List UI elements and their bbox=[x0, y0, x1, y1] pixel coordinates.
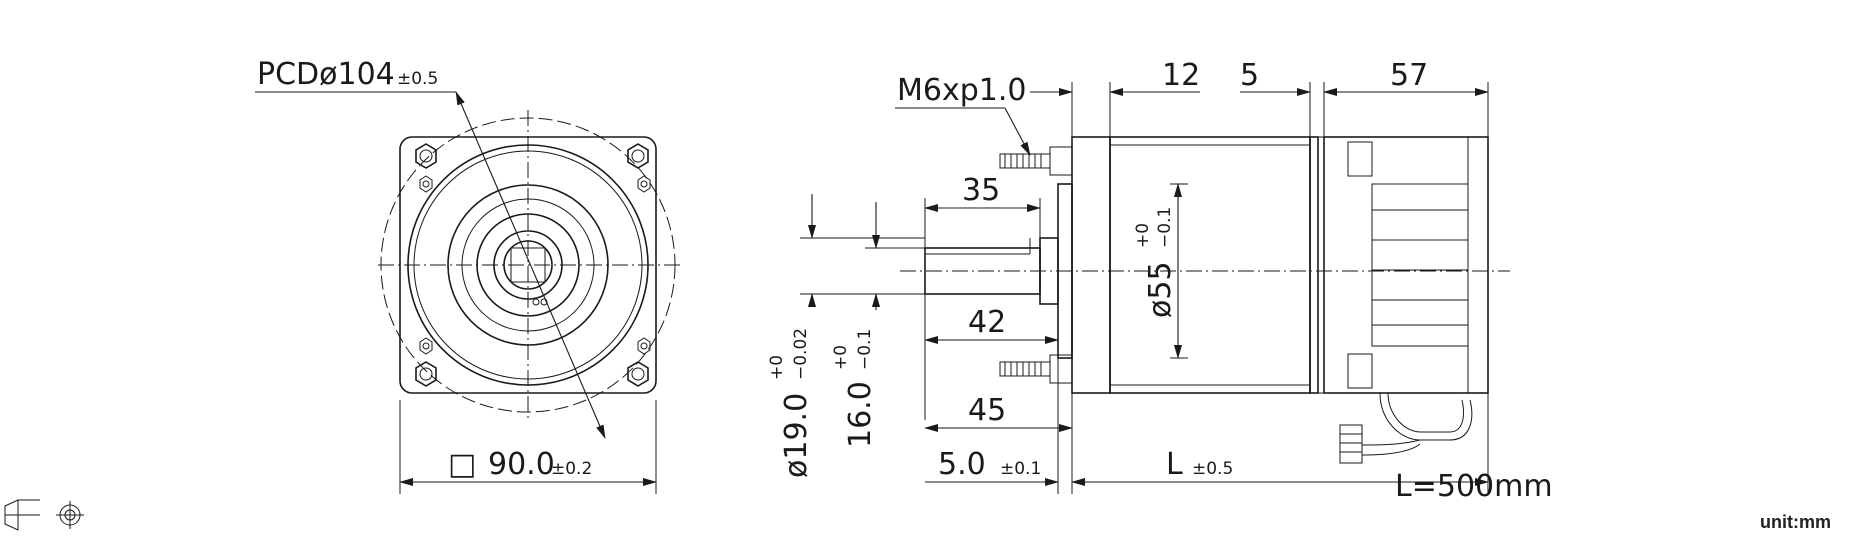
mounting-hole-bl bbox=[415, 337, 437, 387]
flange-width-value: 90.0 bbox=[488, 447, 555, 482]
dim-45: 45 bbox=[968, 393, 1006, 428]
rear-housing bbox=[1323, 136, 1489, 394]
dim-57: 57 bbox=[1390, 58, 1428, 93]
pilot-diameter: ø55 bbox=[1143, 261, 1178, 318]
flange-width-tolerance: ±0.2 bbox=[551, 459, 592, 479]
mounting-hole-tr bbox=[627, 143, 651, 193]
shaft-tol-upper: +0 bbox=[767, 355, 787, 380]
flat-dimension: 16.0 bbox=[843, 381, 878, 448]
encoder-fins bbox=[1371, 183, 1469, 347]
screw-top bbox=[999, 146, 1073, 176]
dim-5: 5 bbox=[1240, 58, 1259, 93]
dim-5-0-tolerance: ±0.1 bbox=[1000, 459, 1041, 479]
third-angle-projection-icon bbox=[4, 499, 84, 531]
flat-tol-upper: +0 bbox=[831, 345, 851, 370]
mounting-hole-br bbox=[627, 337, 651, 387]
shaft-tol-lower: −0.02 bbox=[791, 328, 811, 380]
dim-12: 12 bbox=[1162, 58, 1200, 93]
dim-L: L bbox=[1166, 447, 1183, 482]
flat-tol-lower: −0.1 bbox=[855, 329, 875, 370]
cable-length: L=500mm bbox=[1395, 469, 1553, 504]
motor-body bbox=[1109, 136, 1311, 394]
dim-42: 42 bbox=[968, 305, 1006, 340]
cable bbox=[1339, 392, 1473, 464]
dim-L-tolerance: ±0.5 bbox=[1192, 459, 1233, 479]
front-view: PCDø104 ±0.5 □ 90.0 ±0.2 bbox=[255, 57, 680, 494]
screw-bottom bbox=[999, 354, 1073, 384]
flange-square-symbol: □ bbox=[448, 447, 476, 482]
mounting-hole-tl bbox=[415, 143, 437, 193]
pcd-tolerance: ±0.5 bbox=[397, 69, 438, 89]
front-flange bbox=[1071, 136, 1111, 394]
pilot-tol-upper: +0 bbox=[1133, 223, 1153, 248]
dim-35: 35 bbox=[962, 173, 1000, 208]
side-view: M6xp1.0 12 5 57 35 42 45 5.0 bbox=[767, 58, 1553, 504]
dim-5-0: 5.0 bbox=[938, 447, 986, 482]
thread-label: M6xp1.0 bbox=[897, 73, 1026, 108]
shaft-diameter: ø19.0 bbox=[779, 393, 814, 478]
pcd-label: PCDø104 bbox=[257, 57, 395, 92]
pilot-tol-lower: −0.1 bbox=[1155, 207, 1175, 248]
unit-label: unit:mm bbox=[1760, 512, 1831, 532]
